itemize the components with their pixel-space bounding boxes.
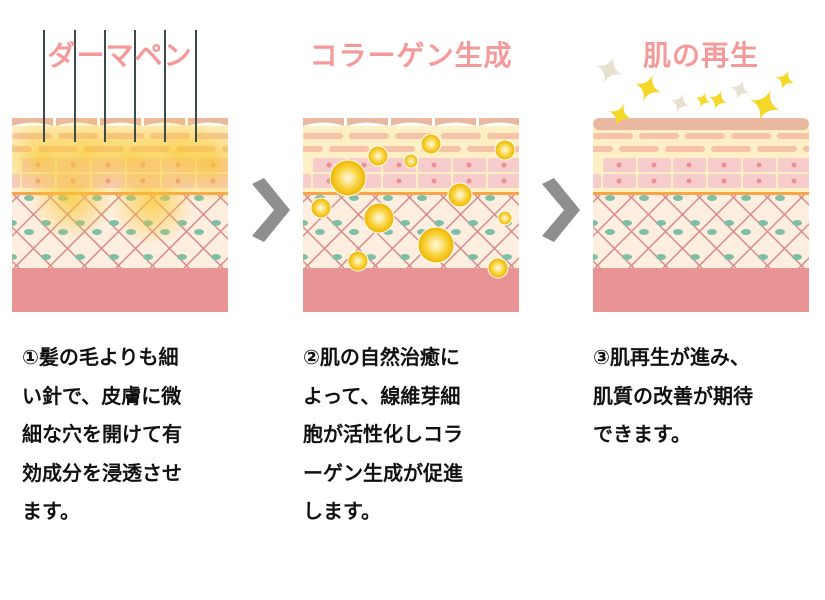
glow xyxy=(110,161,194,245)
collagen-bubble xyxy=(487,257,509,279)
desc-line: よって、線維芽細 xyxy=(303,383,461,408)
sparkle-icon xyxy=(634,74,662,102)
step2-description: ②肌の自然治癒に よって、線維芽細 胞が活性化しコラ ーゲン生成が促進 します。 xyxy=(303,338,463,531)
sparkle-icon xyxy=(775,70,795,90)
needle xyxy=(74,30,76,142)
collagen-bubble xyxy=(417,226,455,264)
step1-title: ダーマペン xyxy=(47,39,193,72)
sparkle-icon xyxy=(730,80,750,100)
collagen-bubble xyxy=(447,182,473,208)
desc-line: ーゲン生成が促進 xyxy=(303,460,463,485)
step3-description: ③肌再生が進み、 肌質の改善が期待 できます。 xyxy=(593,338,753,454)
collagen-bubble xyxy=(403,153,419,169)
sparkle-icon xyxy=(708,90,728,110)
desc-line: 効成分を浸透させ xyxy=(22,460,182,485)
desc-line: い針で、皮膚に微 xyxy=(22,383,182,408)
sparkle-icon xyxy=(749,89,781,121)
desc-line: 胞が活性化しコラ xyxy=(303,422,463,446)
skin-illustration-collagen xyxy=(303,118,519,312)
step3-title: 肌の再生 xyxy=(642,39,759,72)
sparkle-icon xyxy=(608,103,632,127)
sparkle-icon xyxy=(695,92,711,108)
collagen-bubble xyxy=(367,145,389,167)
glow xyxy=(30,156,114,240)
chevron-right-icon xyxy=(542,178,580,242)
desc-line: ます。 xyxy=(22,499,80,523)
chevron-right-icon xyxy=(252,178,290,242)
step1-description: ①髪の毛よりも細 い針で、皮膚に微 細な穴を開けて有 効成分を浸透させ ます。 xyxy=(22,338,182,531)
desc-line: ①髪の毛よりも細 xyxy=(22,345,179,369)
collagen-bubble xyxy=(420,133,442,155)
desc-line: 細な穴を開けて有 xyxy=(22,422,182,446)
skin-illustration-regeneration xyxy=(593,118,809,312)
collagen-bubble xyxy=(310,197,332,219)
step2-title: コラーゲン生成 xyxy=(309,39,513,72)
collagen-bubble xyxy=(347,250,369,272)
collagen-bubble xyxy=(494,139,516,161)
skin-illustration-dermapen xyxy=(12,118,228,312)
needle xyxy=(104,30,106,142)
needle xyxy=(164,30,166,142)
needle xyxy=(134,30,136,142)
collagen-bubble xyxy=(363,202,395,234)
needle xyxy=(195,30,197,142)
desc-line: できます。 xyxy=(593,422,691,446)
desc-line: 肌質の改善が期待 xyxy=(593,383,753,408)
desc-line: します。 xyxy=(303,499,381,523)
collagen-bubble xyxy=(329,159,367,197)
sparkle-icon xyxy=(595,56,623,84)
desc-line: ③肌再生が進み、 xyxy=(593,345,750,369)
sparkle-icon xyxy=(670,93,690,113)
needle xyxy=(43,30,45,142)
desc-line: ②肌の自然治癒に xyxy=(303,345,460,369)
collagen-bubble xyxy=(497,210,513,226)
